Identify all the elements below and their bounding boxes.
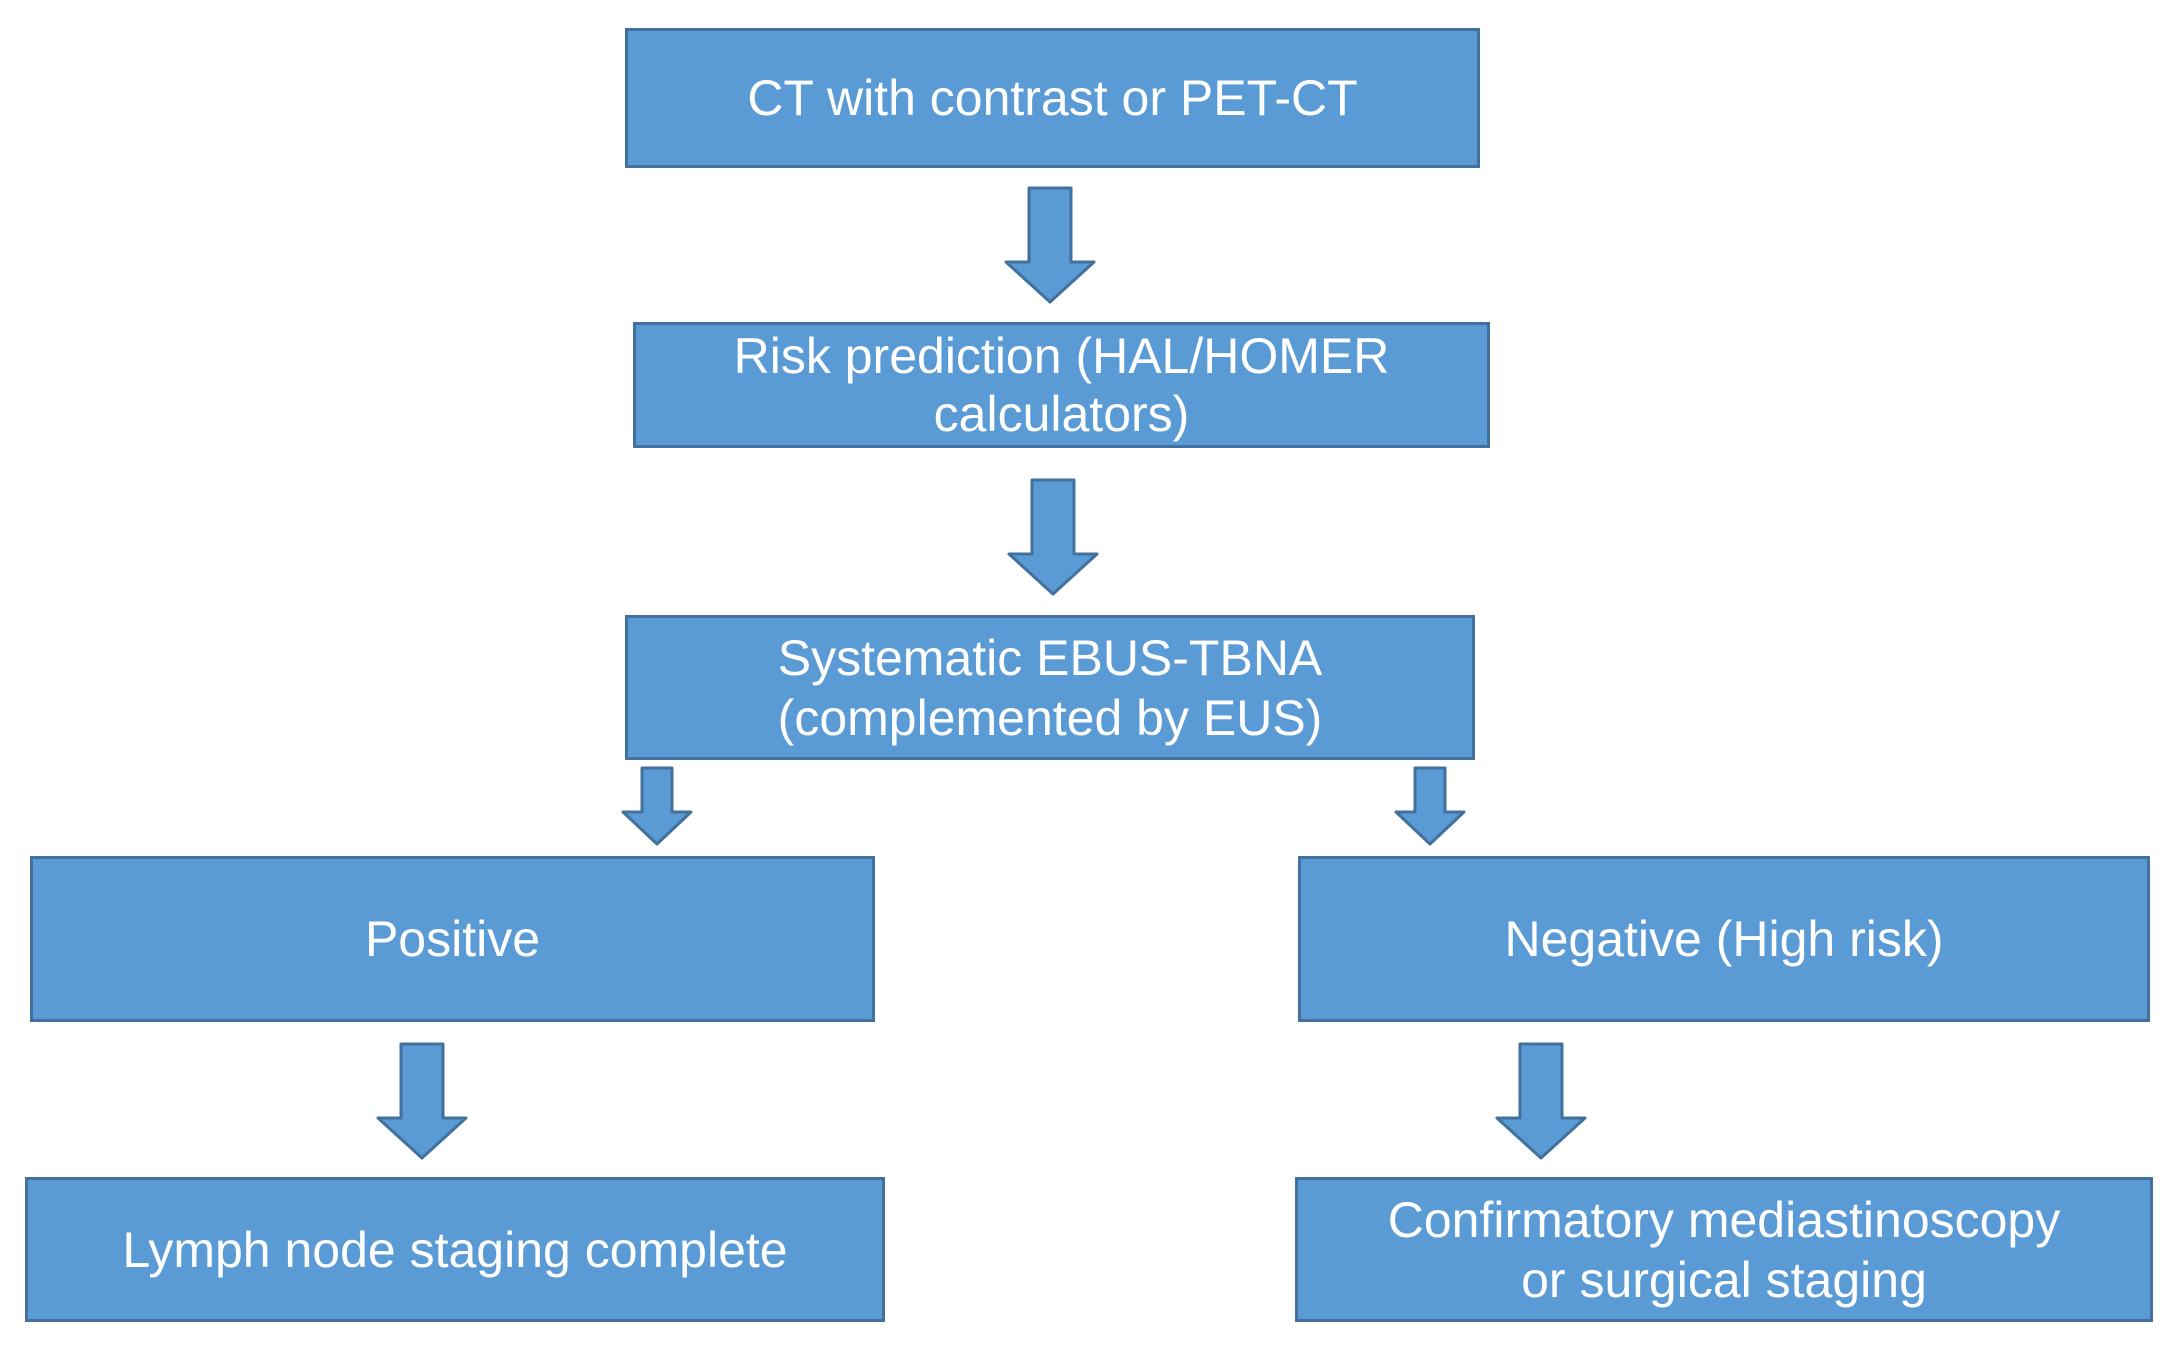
node-lymph-node-staging-complete: Lymph node staging complete	[25, 1177, 885, 1322]
node-risk-prediction: Risk prediction (HAL/HOMER calculators)	[633, 322, 1490, 448]
arrow-down-ebus-to-positive-icon	[621, 766, 693, 846]
node-positive: Positive	[30, 856, 875, 1022]
node-confirmatory-mediastinoscopy: Confirmatory mediastinoscopy or surgical…	[1295, 1177, 2153, 1322]
arrow-down-positive-to-complete-icon	[376, 1042, 468, 1160]
arrow-down-ct-to-risk-icon	[1004, 186, 1096, 304]
node-ct-with-contrast: CT with contrast or PET-CT	[625, 28, 1480, 168]
arrow-down-risk-to-ebus-icon	[1007, 478, 1099, 596]
arrow-down-ebus-to-negative-icon	[1394, 766, 1466, 846]
arrow-down-negative-to-confirmatory-icon	[1495, 1042, 1587, 1160]
node-systematic-ebus-tbna: Systematic EBUS-TBNA (complemented by EU…	[625, 615, 1475, 760]
node-negative-high-risk: Negative (High risk)	[1298, 856, 2150, 1022]
